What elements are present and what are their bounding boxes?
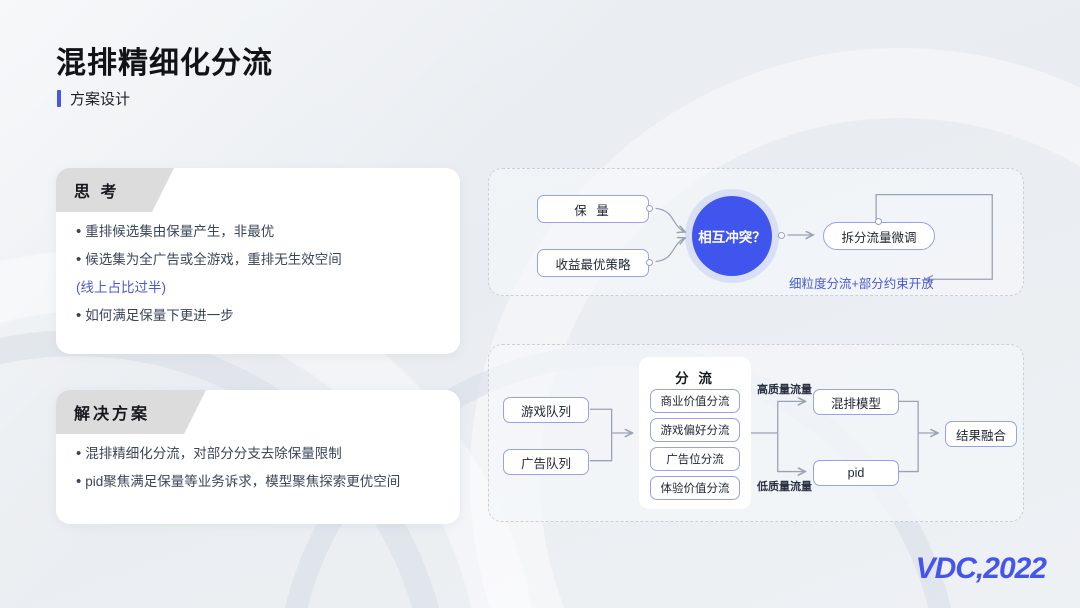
bullet-icon: •: [76, 445, 82, 462]
page-subtitle: 方案设计: [57, 88, 130, 109]
vdc-logo: VDC,2022: [915, 552, 1047, 585]
node-label: 游戏偏好分流: [660, 425, 730, 437]
node-label: 体验价值分流: [660, 483, 730, 495]
node-label: 拆分流量微调: [841, 230, 917, 245]
card-thinking-title: 思 考: [74, 184, 120, 201]
list-item: • 重排候选集由保量产生，非最优: [76, 218, 440, 246]
node-split-traffic-tuning[interactable]: 拆分流量微调: [823, 222, 935, 250]
edge-label-low-quality-traffic: 低质量流量: [757, 481, 812, 493]
node-experience-value-split[interactable]: 体验价值分流: [650, 476, 740, 500]
node-label: 广告队列: [520, 456, 571, 471]
node-label: 商业价值分流: [660, 396, 730, 408]
node-ad-slot-split[interactable]: 广告位分流: [650, 447, 740, 471]
card-solution-ribbon: 解决方案: [56, 390, 206, 434]
bullet-icon: •: [76, 307, 82, 324]
group-title-split: 分 流: [675, 371, 715, 386]
connector-dot: [646, 259, 653, 266]
node-result-fusion[interactable]: 结果融合: [945, 421, 1017, 447]
node-guaranteed-volume[interactable]: 保 量: [537, 195, 649, 223]
node-revenue-optimal-strategy[interactable]: 收益最优策略: [537, 249, 649, 277]
card-thinking-body: • 重排候选集由保量产生，非最优 • 候选集为全广告或全游戏，重排无生效空间 (…: [56, 218, 460, 330]
node-label: 混排模型: [830, 396, 881, 411]
list-item-label: 候选集为全广告或全游戏，重排无生效空间: [85, 252, 342, 267]
list-item: • 混排精细化分流，对部分分支去除保量限制: [76, 440, 440, 468]
list-item-label: 重排候选集由保量产生，非最优: [85, 224, 275, 239]
card-solution-body: • 混排精细化分流，对部分分支去除保量限制 • pid聚焦满足保量等业务诉求，模…: [56, 440, 460, 496]
note-fine-grained-split: 细粒度分流+部分约束开放: [789, 277, 934, 291]
list-item-label: 如何满足保量下更进一步: [85, 308, 234, 323]
list-item: • 如何满足保量下更进一步: [76, 302, 440, 330]
bullet-icon: •: [76, 223, 82, 240]
group-card-split: 分 流 商业价值分流 游戏偏好分流 广告位分流 体验价值分流: [639, 357, 751, 509]
node-conflict-question[interactable]: 相互冲突？: [692, 196, 772, 276]
node-commercial-value-split[interactable]: 商业价值分流: [650, 389, 740, 413]
node-label: 游戏队列: [520, 404, 571, 419]
list-item: • pid聚焦满足保量等业务诉求，模型聚焦探索更优空间: [76, 468, 440, 496]
connector-dot: [778, 232, 785, 239]
list-item: • 候选集为全广告或全游戏，重排无生效空间: [76, 246, 440, 274]
node-label: 收益最优策略: [555, 257, 631, 272]
node-label: 保 量: [574, 203, 612, 218]
bullet-icon: •: [76, 473, 82, 490]
connector-dot: [875, 218, 882, 225]
list-item-label: pid聚焦满足保量等业务诉求，模型聚焦探索更优空间: [85, 474, 401, 489]
node-label: 结果融合: [955, 428, 1006, 443]
node-game-queue[interactable]: 游戏队列: [503, 397, 589, 423]
background-swoosh-decoration: [470, 48, 1080, 608]
node-mixed-ranking-model[interactable]: 混排模型: [813, 389, 899, 415]
diagram-panel-conflict: 保 量 收益最优策略 相互冲突？ 拆分流量微调 细粒度分流+部分约束开放: [488, 168, 1024, 296]
node-pid[interactable]: pid: [813, 460, 899, 486]
bullet-icon: •: [76, 251, 82, 268]
page-title: 混排精细化分流: [56, 47, 273, 80]
node-label: 广告位分流: [666, 454, 724, 466]
diagram-panel-traffic-split: 游戏队列 广告队列 分 流 商业价值分流 游戏偏好分流 广告位分流 体验价值分流…: [488, 344, 1024, 522]
edge-label-high-quality-traffic: 高质量流量: [757, 384, 812, 396]
connector-dot: [646, 205, 653, 212]
diagram-top-connectors: [655, 193, 993, 295]
card-solution-title: 解决方案: [74, 406, 151, 423]
node-label: 相互冲突？: [698, 230, 766, 245]
card-thinking-ribbon: 思 考: [56, 168, 174, 212]
node-ad-queue[interactable]: 广告队列: [503, 449, 589, 475]
node-game-preference-split[interactable]: 游戏偏好分流: [650, 418, 740, 442]
card-thinking: 思 考 • 重排候选集由保量产生，非最优 • 候选集为全广告或全游戏，重排无生效…: [56, 168, 460, 354]
node-label: pid: [847, 466, 865, 480]
diagram-bottom-connectors: [589, 345, 1023, 521]
subtitle-label: 方案设计: [70, 91, 131, 108]
subtitle-accent-bar: [57, 90, 61, 107]
list-item-label: 混排精细化分流，对部分分支去除保量限制: [85, 446, 342, 461]
card-solution: 解决方案 • 混排精细化分流，对部分分支去除保量限制 • pid聚焦满足保量等业…: [56, 390, 460, 524]
list-item-note: (线上占比过半): [76, 280, 166, 295]
